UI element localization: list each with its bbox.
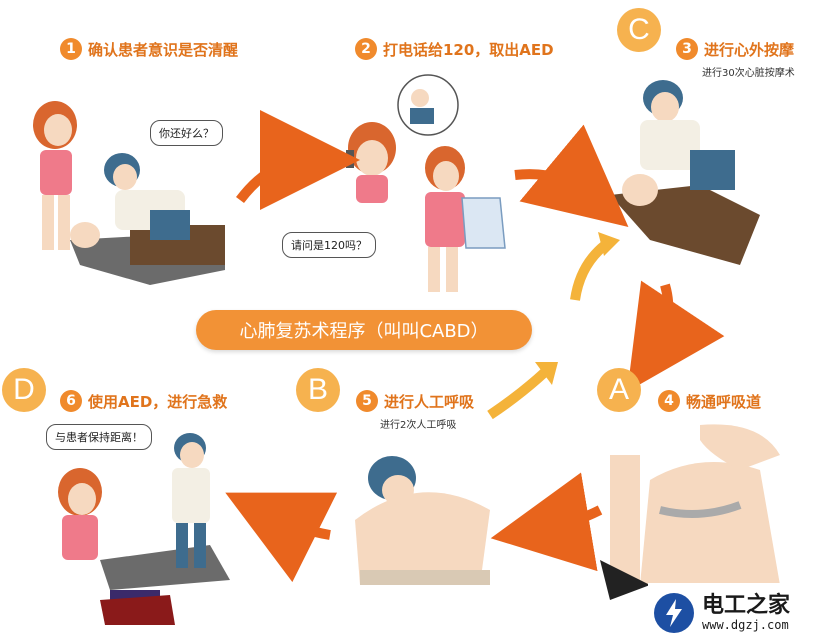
speech-bubble-keep-distance: 与患者保持距离！ (46, 424, 152, 450)
step-6: 6 使用AED，进行急救 (60, 390, 227, 412)
arrow-step2-to-step3 (514, 124, 629, 227)
arrow-step1-to-step2 (236, 110, 360, 211)
step-5-label: 进行人工呼吸 (384, 392, 475, 411)
arrow-step3-to-step4 (627, 280, 725, 392)
scene-check-consciousness (33, 101, 225, 285)
arrow-center-diagonal (487, 368, 549, 420)
step-1-number: 1 (60, 38, 82, 60)
step-6-label: 使用AED，进行急救 (88, 392, 228, 411)
step-3-sub: 进行30次心脏按摩术 (702, 68, 795, 79)
arrow-center-up (570, 241, 609, 301)
step-3: 3 进行心外按摩 (676, 38, 794, 60)
scene-chest-compression (610, 80, 760, 265)
step-5: 5 进行人工呼吸 (356, 390, 474, 412)
scene-open-airway (600, 424, 780, 600)
step-1: 1 确认患者意识是否清醒 (60, 38, 238, 60)
arrow-step4-to-step5 (490, 472, 603, 572)
step-4: 4 畅通呼吸道 (658, 390, 761, 412)
procedure-title-banner: 心肺复苏术程序（叫叫CABD） (196, 310, 532, 350)
step-2-label: 打电话给120，取出AED (383, 40, 554, 59)
step-2: 2 打电话给120，取出AED (355, 38, 554, 60)
scene-rescue-breathing (355, 456, 490, 585)
scene-call-emergency (346, 74, 506, 292)
step-3-number: 3 (676, 38, 698, 60)
step-6-number: 6 (60, 390, 82, 412)
step-2-number: 2 (355, 38, 377, 60)
step-4-number: 4 (658, 390, 680, 412)
speech-bubble-ask: 你还好么？ (150, 120, 223, 146)
arrow-step5-to-step6 (225, 492, 338, 583)
watermark-text: 电工之家 www.dgzj.com (702, 593, 791, 633)
watermark-url: www.dgzj.com (702, 618, 789, 632)
watermark-logo: 电工之家 www.dgzj.com (648, 583, 820, 643)
letter-d-badge: D (2, 368, 46, 412)
lightning-icon (654, 593, 694, 633)
step-4-label: 畅通呼吸道 (686, 392, 762, 411)
letter-c-badge: C (617, 8, 661, 52)
step-5-sub: 进行2次人工呼吸 (380, 420, 457, 431)
speech-bubble-call: 请问是120吗？ (282, 232, 376, 258)
step-3-label: 进行心外按摩 (704, 40, 795, 59)
letter-a-badge: A (597, 368, 641, 412)
step-5-number: 5 (356, 390, 378, 412)
scene-use-aed (58, 433, 230, 625)
watermark-name: 电工之家 (702, 593, 791, 618)
letter-b-badge: B (296, 368, 340, 412)
step-1-label: 确认患者意识是否清醒 (88, 40, 239, 59)
